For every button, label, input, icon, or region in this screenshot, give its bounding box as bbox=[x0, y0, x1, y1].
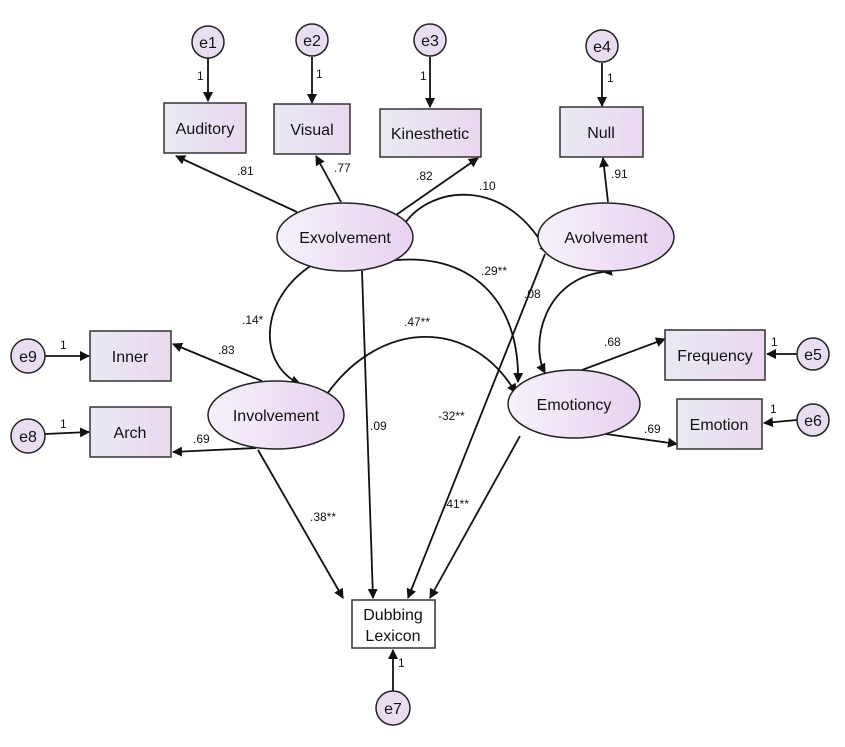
error-e3-label: e3 bbox=[421, 33, 439, 50]
edge-emotioncy-frequency bbox=[581, 337, 666, 371]
latent-avolvement-label: Avolvement bbox=[564, 230, 648, 247]
error-e8: e8 bbox=[10, 418, 46, 454]
error-e2-label: e2 bbox=[303, 33, 321, 50]
edge-involvement-arch bbox=[172, 446, 257, 457]
observed-dubbing-label-line2: Lexicon bbox=[365, 628, 420, 645]
error-e6-label: e6 bbox=[804, 413, 822, 430]
latent-involvement: Involvement bbox=[207, 380, 345, 450]
label-e2-one: 1 bbox=[316, 67, 323, 81]
latent-emotioncy-label: Emotioncy bbox=[537, 397, 612, 414]
observed-visual: Visual bbox=[273, 103, 351, 155]
label-e7-one: 1 bbox=[398, 656, 405, 670]
observed-dubbing-label-line1: Dubbing bbox=[363, 607, 423, 624]
label-exvo-avo: .10 bbox=[479, 179, 496, 193]
error-e4: e4 bbox=[585, 29, 619, 63]
latent-exvolvement: Exvolvement bbox=[276, 202, 414, 272]
label-e3-one: 1 bbox=[420, 69, 427, 83]
label-exvo-emo: .29** bbox=[481, 264, 507, 278]
label-e4-one: 1 bbox=[607, 71, 614, 85]
edge-involvement-inner bbox=[172, 342, 263, 382]
error-e5: e5 bbox=[796, 337, 830, 371]
edge-emotioncy-dubbing bbox=[429, 435, 521, 599]
label-emotion-loading: .69 bbox=[644, 422, 661, 436]
error-e1-label: e1 bbox=[199, 35, 217, 52]
label-e6-one: 1 bbox=[770, 402, 777, 416]
error-e1: e1 bbox=[191, 25, 225, 59]
observed-emotion: Emotion bbox=[676, 398, 763, 450]
error-e4-label: e4 bbox=[593, 39, 611, 56]
error-e5-label: e5 bbox=[804, 347, 822, 364]
edge-e8-arch bbox=[44, 427, 90, 438]
latent-exvolvement-label: Exvolvement bbox=[299, 230, 391, 247]
error-e8-label: e8 bbox=[19, 429, 37, 446]
edge-exvolvement-visual bbox=[315, 155, 342, 203]
label-visual-loading: .77 bbox=[334, 161, 351, 175]
observed-frequency: Frequency bbox=[664, 329, 766, 381]
latent-involvement-label: Involvement bbox=[233, 408, 320, 425]
error-e6: e6 bbox=[796, 403, 830, 437]
latent-avolvement: Avolvement bbox=[537, 202, 675, 272]
label-e1-one: 1 bbox=[197, 69, 204, 83]
observed-null-label: Null bbox=[587, 125, 615, 142]
label-arch-loading: .69 bbox=[193, 432, 210, 446]
cov-exvolvement-involvement bbox=[269, 255, 323, 385]
label-exvo-invo: .14* bbox=[242, 313, 264, 327]
label-e8-one: 1 bbox=[60, 417, 67, 431]
error-e9: e9 bbox=[10, 338, 46, 374]
edge-emotioncy-emotion bbox=[605, 433, 678, 448]
label-avo-dub: -32** bbox=[438, 409, 465, 423]
observed-kinesthetic-label: Kinesthetic bbox=[391, 126, 469, 143]
cov-avolvement-emotioncy bbox=[536, 265, 613, 374]
edge-e6-emotion bbox=[763, 417, 798, 428]
edge-exvolvement-kinesthetic bbox=[395, 157, 479, 216]
label-invo-emo: .47** bbox=[404, 315, 430, 329]
label-inner-loading: .83 bbox=[218, 343, 235, 357]
error-e3: e3 bbox=[413, 23, 447, 57]
edge-involvement-dubbing bbox=[257, 449, 344, 599]
error-e7: e7 bbox=[375, 690, 411, 726]
error-e7-label: e7 bbox=[384, 701, 402, 718]
observed-null: Null bbox=[559, 106, 644, 158]
label-null-loading: .91 bbox=[611, 167, 628, 181]
edge-exvolvement-dubbing bbox=[361, 270, 378, 599]
label-e9-one: 1 bbox=[60, 338, 67, 352]
observed-dubbing-lexicon: Dubbing Lexicon bbox=[351, 599, 436, 649]
label-frequency-loading: .68 bbox=[604, 335, 621, 349]
latent-emotioncy: Emotioncy bbox=[507, 369, 641, 439]
observed-arch-label: Arch bbox=[114, 425, 147, 442]
label-kinesthetic-loading: .82 bbox=[416, 169, 433, 183]
edge-avolvement-null bbox=[599, 157, 609, 203]
cov-exvolvement-emotioncy bbox=[378, 257, 524, 383]
observed-auditory-label: Auditory bbox=[176, 121, 235, 138]
observed-frequency-label: Frequency bbox=[677, 348, 753, 365]
label-invo-dub: .38** bbox=[310, 510, 336, 524]
label-auditory-loading: .81 bbox=[237, 164, 254, 178]
label-e5-one: 1 bbox=[771, 335, 778, 349]
observed-emotion-label: Emotion bbox=[690, 417, 749, 434]
label-avo-emo: .08 bbox=[524, 287, 541, 301]
observed-visual-label: Visual bbox=[290, 122, 333, 139]
error-e9-label: e9 bbox=[19, 349, 37, 366]
observed-arch: Arch bbox=[89, 406, 172, 458]
observed-inner-label: Inner bbox=[112, 349, 149, 366]
cov-involvement-emotioncy bbox=[317, 336, 517, 405]
observed-inner: Inner bbox=[89, 330, 172, 382]
error-e2: e2 bbox=[295, 23, 329, 57]
cov-exvolvement-avolvement bbox=[393, 193, 549, 255]
label-exvo-dub: .09 bbox=[370, 419, 387, 433]
observed-kinesthetic: Kinesthetic bbox=[379, 108, 482, 158]
edge-exvolvement-auditory bbox=[175, 155, 298, 213]
observed-auditory: Auditory bbox=[163, 102, 247, 154]
label-emo-dub: .41** bbox=[443, 497, 469, 511]
